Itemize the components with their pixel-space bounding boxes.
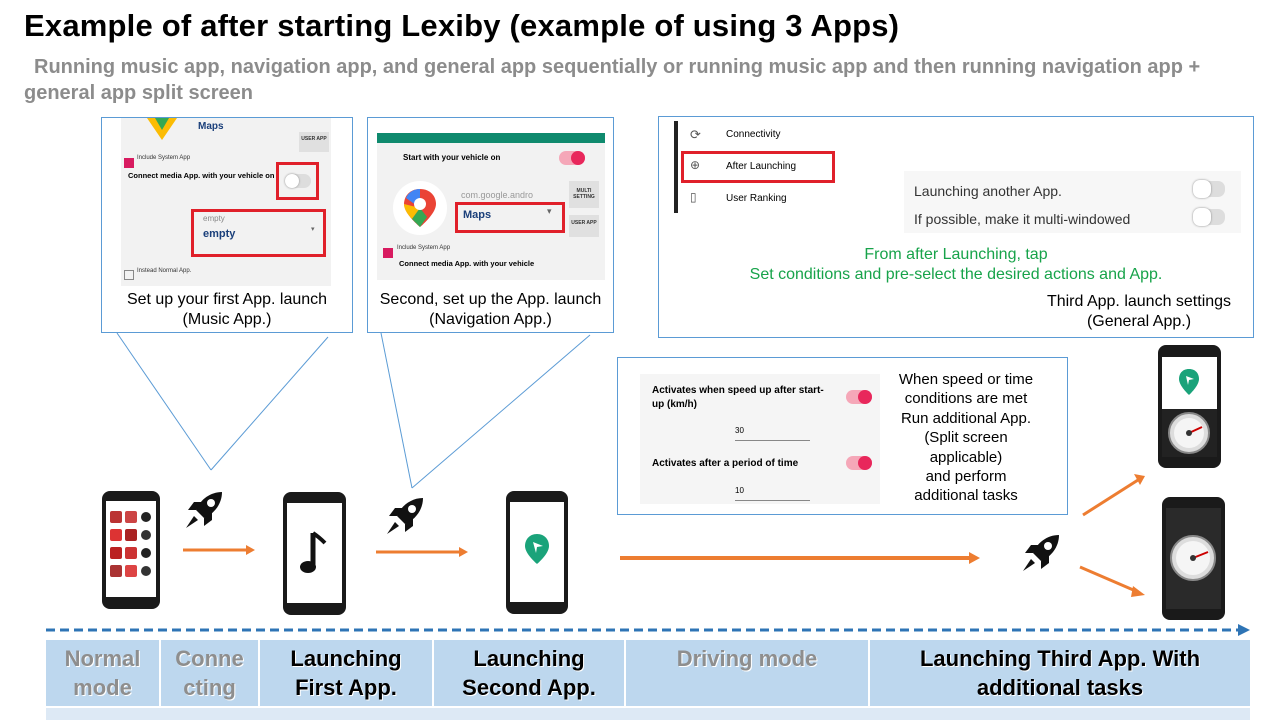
time-condition-toggle[interactable] bbox=[846, 456, 872, 470]
user-app-button[interactable]: USER APP bbox=[299, 132, 329, 152]
launch-options: Launching another App. If possible, make… bbox=[904, 171, 1241, 233]
package-name: com.google.andro bbox=[461, 190, 534, 200]
google-maps-icon bbox=[393, 181, 447, 235]
after-launching-highlight bbox=[681, 151, 835, 183]
second-app-screenshot: Start with your vehicle on com.google.an… bbox=[377, 133, 605, 280]
speed-value-input[interactable]: 30 bbox=[735, 426, 810, 441]
first-app-screenshot: Maps USER APP Include System App Connect… bbox=[121, 118, 331, 286]
music-note-icon bbox=[300, 531, 327, 573]
stage-connecting: Conne cting bbox=[161, 640, 260, 706]
connect-media-label: Connect media App. with your vehicle on bbox=[128, 171, 275, 180]
stage-label: Launching Third App. With additional tas… bbox=[919, 646, 1201, 700]
split-bottom-speedometer bbox=[1162, 409, 1217, 457]
stage-second-app: Launching Second App. bbox=[434, 640, 626, 706]
stage-label: Launching Second App. bbox=[462, 646, 596, 700]
include-system-checkbox[interactable] bbox=[124, 158, 134, 168]
rocket-icon bbox=[186, 492, 222, 528]
stage-label: Normal mode bbox=[64, 646, 141, 700]
maps-logo-icon bbox=[147, 118, 177, 140]
toggle-highlight bbox=[276, 162, 319, 200]
launch-another-app-toggle[interactable] bbox=[1193, 180, 1225, 198]
rocket-icon bbox=[387, 498, 423, 534]
menu-item-after-launching[interactable]: After Launching bbox=[726, 161, 797, 172]
settings-menu: ⟳ Connectivity ⊕ After Launching ▯ User … bbox=[674, 121, 861, 213]
speed-condition-toggle[interactable] bbox=[846, 390, 872, 404]
phone-general-app bbox=[1162, 497, 1225, 620]
include-system-label: Include System App bbox=[137, 155, 191, 161]
start-vehicle-toggle[interactable] bbox=[559, 151, 585, 165]
chevron-down-icon: ▾ bbox=[311, 226, 315, 233]
stage-label: Launching First App. bbox=[290, 646, 402, 700]
multi-window-toggle[interactable] bbox=[1193, 208, 1225, 226]
phone-music-app bbox=[283, 492, 346, 615]
instead-normal-checkbox[interactable] bbox=[124, 270, 134, 280]
instead-normal-label: Instead Normal App. bbox=[137, 268, 192, 274]
split-top-navigation bbox=[1162, 357, 1217, 409]
connect-media-label: Connect media App. with your vehicle bbox=[399, 259, 535, 268]
app-grid-icon bbox=[110, 511, 151, 577]
refresh-icon: ⟳ bbox=[690, 127, 701, 142]
speedometer-screen bbox=[1166, 508, 1221, 609]
dropdown-highlight bbox=[191, 209, 326, 257]
chevron-down-icon: ▾ bbox=[547, 206, 552, 216]
multi-window-label: If possible, make it multi-windowed bbox=[914, 211, 1131, 227]
stage-normal-mode: Normal mode bbox=[46, 640, 161, 706]
stage-first-app: Launching First App. bbox=[260, 640, 434, 706]
app-dropdown[interactable]: empty bbox=[203, 228, 236, 240]
phone-normal-mode bbox=[102, 491, 160, 609]
navigation-pin-icon bbox=[1179, 369, 1199, 395]
slide-subtitle: Running music app, navigation app, and g… bbox=[24, 56, 1201, 104]
first-app-caption: Set up your first App. launch (Music App… bbox=[126, 291, 328, 328]
music-screen bbox=[287, 503, 342, 603]
condition-panel: Activates when speed up after start-up (… bbox=[617, 357, 1068, 515]
condition-description: When speed or time conditions are met Ru… bbox=[898, 371, 1034, 505]
speedometer-icon bbox=[1170, 535, 1216, 581]
connect-media-toggle[interactable] bbox=[285, 174, 311, 188]
dropdown-label: empty bbox=[203, 214, 225, 223]
dropdown-highlight bbox=[455, 202, 565, 233]
multi-setting-button[interactable]: MULTI SETTING bbox=[569, 181, 599, 208]
phone-navigation-app bbox=[506, 491, 568, 614]
time-value: 10 bbox=[735, 486, 744, 495]
third-app-caption: Third App. launch settings (General App.… bbox=[1046, 293, 1232, 330]
app-grid-screen bbox=[106, 501, 156, 597]
second-app-caption: Second, set up the App. launch (Navigati… bbox=[379, 291, 602, 328]
stage-driving-mode: Driving mode bbox=[626, 640, 870, 706]
phone-split-screen bbox=[1158, 345, 1221, 468]
app-name: Maps bbox=[198, 121, 224, 132]
stage-label: Driving mode bbox=[676, 646, 818, 671]
menu-item-user-ranking[interactable]: User Ranking bbox=[726, 193, 787, 204]
time-condition-label: Activates after a period of time bbox=[652, 458, 799, 469]
plus-circle-icon: ⊕ bbox=[690, 158, 701, 172]
include-system-checkbox[interactable] bbox=[383, 248, 393, 258]
include-system-label: Include System App bbox=[397, 245, 451, 251]
speedometer-icon bbox=[1168, 412, 1210, 454]
app-header-bar bbox=[377, 133, 605, 143]
third-app-setup-panel: ⟳ Connectivity ⊕ After Launching ▯ User … bbox=[658, 116, 1254, 338]
stage-third-app: Launching Third App. With additional tas… bbox=[870, 640, 1250, 706]
stage-bar-lower bbox=[46, 708, 1250, 720]
menu-item-connectivity[interactable]: Connectivity bbox=[726, 129, 781, 140]
user-app-button[interactable]: USER APP bbox=[569, 215, 599, 237]
navigation-screen bbox=[510, 502, 564, 602]
app-dropdown[interactable]: Maps bbox=[463, 209, 492, 221]
speed-condition-label: Activates when speed up after start-up (… bbox=[652, 385, 824, 410]
second-app-setup-panel: Start with your vehicle on com.google.an… bbox=[367, 117, 614, 333]
slide-title: Example of after starting Lexiby (exampl… bbox=[24, 8, 900, 43]
time-value-input[interactable]: 10 bbox=[735, 486, 810, 501]
clipboard-icon: ▯ bbox=[690, 190, 697, 204]
stage-label: Conne cting bbox=[175, 646, 244, 700]
condition-settings: Activates when speed up after start-up (… bbox=[640, 374, 880, 504]
navigation-pin-icon bbox=[525, 534, 549, 564]
first-app-setup-panel: Maps USER APP Include System App Connect… bbox=[101, 117, 353, 333]
rocket-icon bbox=[1023, 535, 1059, 571]
instruction-text: From after Launching, tap Set conditions… bbox=[749, 246, 1163, 283]
start-vehicle-label: Start with your vehicle on bbox=[403, 153, 501, 162]
speed-value: 30 bbox=[735, 426, 744, 435]
stage-timeline: Normal mode Conne cting Launching First … bbox=[46, 640, 1250, 708]
launch-another-app-label: Launching another App. bbox=[914, 183, 1062, 199]
